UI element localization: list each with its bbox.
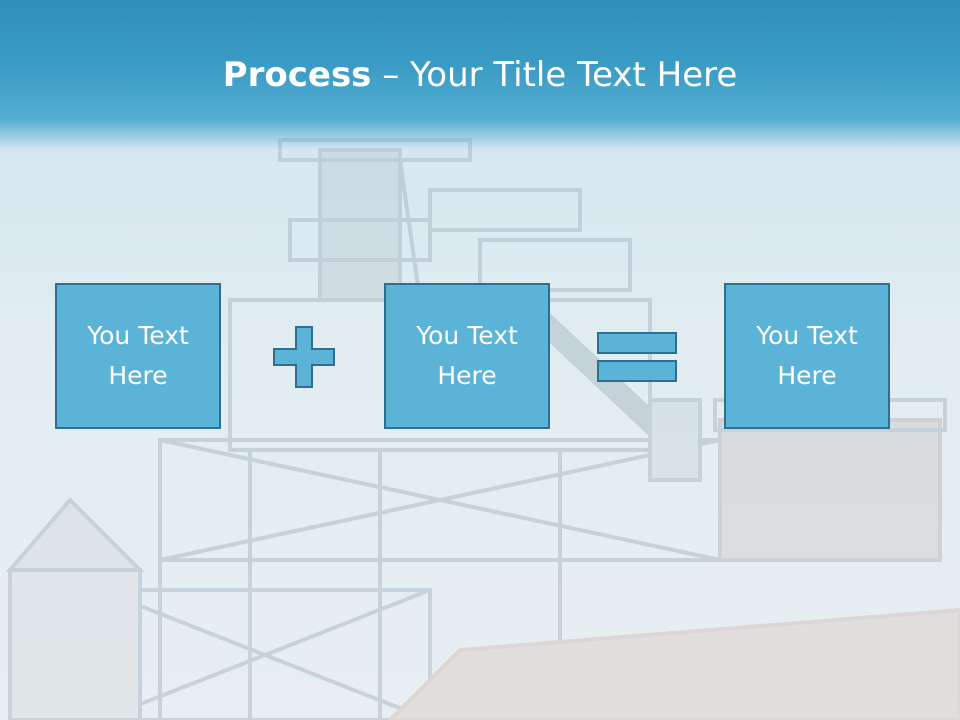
plus-icon bbox=[273, 326, 335, 388]
title-band bbox=[0, 0, 960, 150]
title-bold-word: Process bbox=[222, 55, 372, 95]
title-rest: – Your Title Text Here bbox=[371, 55, 738, 95]
process-box-3[interactable]: You Text Here bbox=[724, 283, 890, 429]
process-box-2[interactable]: You Text Here bbox=[384, 283, 550, 429]
process-box-2-label: You Text Here bbox=[416, 321, 518, 390]
process-box-1[interactable]: You Text Here bbox=[55, 283, 221, 429]
process-box-3-label: You Text Here bbox=[756, 321, 858, 390]
equals-icon bbox=[597, 332, 677, 382]
process-box-1-label: You Text Here bbox=[87, 321, 189, 390]
slide-title: Process – Your Title Text Here bbox=[0, 52, 960, 98]
